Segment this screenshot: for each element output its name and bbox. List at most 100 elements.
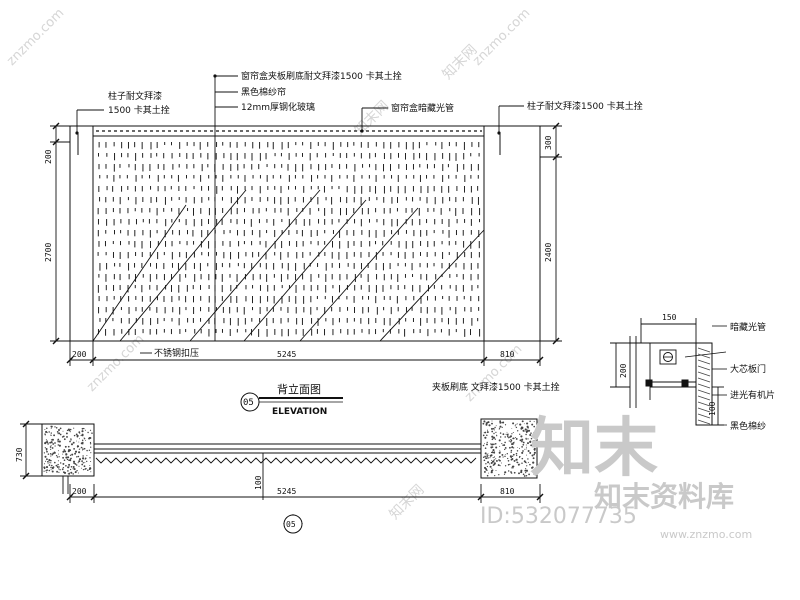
annotation-detail-acrylic: 进光有机片 [730,389,775,401]
hatch-speck [504,455,506,458]
hatch-speck [525,438,527,441]
hatch-speck [484,455,486,458]
hatch-speck [520,427,523,430]
hatch-speck [492,436,496,439]
hatch-speck [522,443,525,446]
hatch-speck [505,447,507,449]
hatch-speck [51,464,53,467]
hatch-speck [56,466,59,468]
hatch-speck [81,463,84,466]
glass-diagonal [243,199,367,342]
hatch-speck [507,470,510,472]
hatch-speck [506,435,509,438]
hatch-speck [70,438,72,440]
hatch-speck [493,432,495,435]
hatch-speck [491,451,494,454]
hatch-speck [59,469,61,471]
main-elevation [69,125,541,342]
watermark-diag: znzmo.com [4,6,67,69]
dim-plan-left: 200 [72,487,87,496]
hatch-speck [498,459,500,461]
hatch-speck [51,453,54,456]
hatch-speck [526,422,529,425]
hatch-speck [486,429,489,431]
hatch-speck [506,431,508,433]
hatch-speck [484,452,487,455]
hatch-speck [70,465,73,468]
hatch-speck [486,455,489,457]
hatch-speck [494,475,496,477]
hatch-speck [65,454,67,456]
hatch-speck [73,468,76,471]
hatch-speck [45,466,49,469]
hatch-speck [504,448,506,451]
hatch-speck [50,462,52,464]
hatch-speck [533,431,536,434]
hatch-speck [501,426,503,428]
hatch-speck [48,459,51,462]
hatch-speck [82,443,84,445]
brand-watermark: 知末 知末资料库 ID:532077735 www.znzmo.com [480,412,752,541]
hatch-speck [501,422,503,424]
hatch-speck [521,446,523,448]
hatch-speck [77,472,79,474]
hatch-speck [529,440,532,443]
hatch-speck [52,443,55,445]
hatch-speck [62,466,65,469]
hatch-speck [526,454,528,456]
hatch-speck [48,464,51,466]
hatch-speck [511,428,513,429]
hatch-speck [56,456,59,458]
hatch-speck [483,420,486,423]
hatch-speck [52,452,55,455]
drawing-title: 05 背立面图 ELEVATION [240,382,343,417]
hatch-speck [46,449,48,451]
hatch-speck [522,450,524,452]
curtain-box-detail [610,318,727,426]
hatch-speck [509,446,511,449]
hatch-speck [58,471,60,473]
hatch-speck [83,465,86,468]
hatch-speck [57,444,60,446]
hatch-speck [531,466,534,469]
hatch-speck [45,431,47,433]
hatch-speck [90,446,92,448]
hatch-speck [80,434,82,437]
hatch-speck [64,450,67,453]
hatch-speck [522,473,525,476]
hatch-speck [44,447,46,449]
hatch-speck [51,447,54,449]
hatch-speck [523,460,526,463]
hatch-speck [508,440,510,442]
hatch-speck [507,433,509,435]
wood-hatch-line [697,401,711,407]
dim-plan-small: 100 [254,475,263,490]
dim-plan-height: 730 [15,447,24,462]
hatch-speck [86,449,88,452]
hatch-speck [488,424,491,427]
hatch-speck [516,461,519,464]
hatch-speck [81,467,83,469]
hatch-speck [56,465,58,467]
hatch-speck [509,463,511,465]
hatch-speck [89,443,92,445]
hatch-speck [46,441,49,444]
hatch-speck [57,460,59,462]
hatch-speck [53,451,56,454]
hatch-speck [81,427,84,430]
annotation-curtain: 黑色棉纱帘 [241,86,286,98]
hatch-speck [54,442,56,444]
hatch-speck [525,437,527,440]
hatch-speck [527,450,530,452]
hatch-speck [511,446,514,449]
hatch-speck [66,429,69,432]
column-hatch-right [482,420,536,477]
hatch-speck [525,433,527,436]
hatch-speck [502,433,505,436]
hatch-speck [491,469,494,472]
hatch-speck [526,462,528,464]
hatch-speck [487,461,490,464]
wood-hatch-line [697,407,711,413]
hatch-speck [515,458,518,461]
hatch-speck [70,443,74,446]
